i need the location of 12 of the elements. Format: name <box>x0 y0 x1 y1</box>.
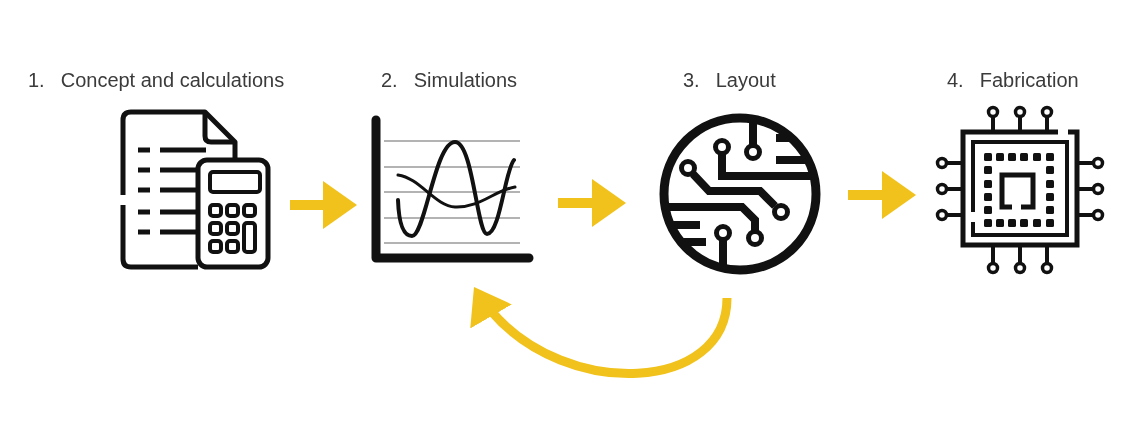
step-title: Concept and calculations <box>60 68 285 92</box>
arrow <box>848 171 916 219</box>
step-title: Fabrication <box>979 68 1079 92</box>
arrow <box>290 181 357 229</box>
step-number: 2. <box>381 68 398 92</box>
step-number: 3. <box>683 68 700 92</box>
arrow <box>558 179 626 227</box>
step-title: Simulations <box>413 68 518 92</box>
step-number: 1. <box>28 68 45 92</box>
step-number: 4. <box>947 68 964 92</box>
curved-arrow <box>470 284 732 378</box>
step-title: Layout <box>715 68 776 92</box>
